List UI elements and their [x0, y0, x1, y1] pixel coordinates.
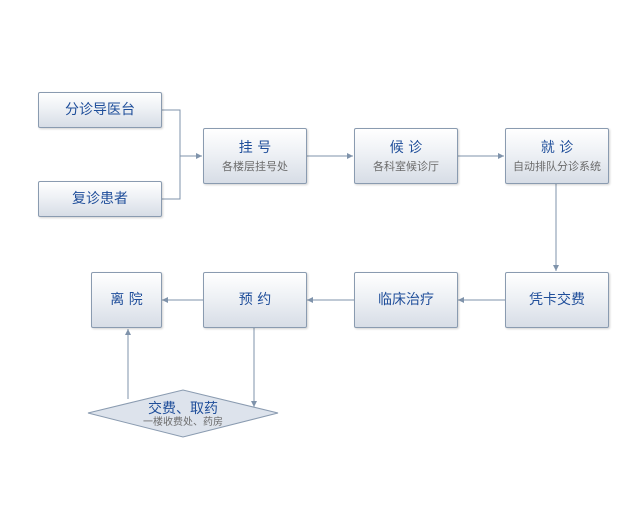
- node-consult-title: 就 诊: [540, 139, 574, 156]
- node-pay-pharmacy-subtitle: 一楼收费处、药房: [143, 417, 223, 428]
- node-waiting: 候 诊 各科室候诊厅: [354, 128, 458, 184]
- node-pay-pharmacy-title: 交费、取药: [148, 401, 218, 417]
- node-card-payment: 凭卡交费: [505, 272, 609, 328]
- node-revisit-patient-title: 复诊患者: [72, 191, 128, 207]
- node-appointment: 预 约: [203, 272, 307, 328]
- node-consult: 就 诊 自动排队分诊系统: [505, 128, 609, 184]
- node-triage-desk-title: 分诊导医台: [65, 102, 135, 118]
- node-register: 挂 号 各楼层挂号处: [203, 128, 307, 184]
- node-leave-title: 离 院: [110, 292, 143, 308]
- node-leave: 离 院: [91, 272, 162, 328]
- node-revisit-patient: 复诊患者: [38, 181, 162, 217]
- node-waiting-title: 候 诊: [389, 139, 423, 156]
- node-treatment: 临床治疗: [354, 272, 458, 328]
- node-register-title: 挂 号: [238, 139, 272, 156]
- connector-triage-merge: [161, 109, 181, 156]
- node-pay-pharmacy: 交费、取药 一楼收费处、药房: [88, 390, 278, 440]
- node-appointment-title: 预 约: [238, 292, 272, 308]
- node-consult-subtitle: 自动排队分诊系统: [513, 159, 601, 173]
- pay-pharmacy-diamond-shape: [87, 389, 279, 438]
- connector-revisit-merge: [161, 156, 181, 200]
- node-triage-desk: 分诊导医台: [38, 92, 162, 128]
- node-register-subtitle: 各楼层挂号处: [222, 159, 288, 173]
- node-waiting-subtitle: 各科室候诊厅: [373, 159, 439, 173]
- node-treatment-title: 临床治疗: [378, 292, 434, 308]
- node-card-payment-title: 凭卡交费: [529, 292, 585, 308]
- node-pay-pharmacy-text: 交费、取药 一楼收费处、药房: [88, 390, 278, 440]
